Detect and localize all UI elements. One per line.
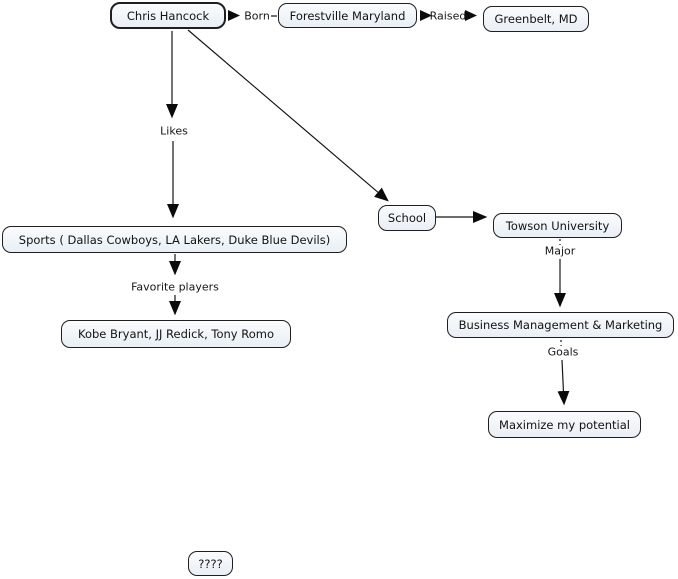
node-sports[interactable]: Sports ( Dallas Cowboys, LA Lakers, Duke…: [2, 226, 347, 253]
arrowhead-raised-to-greenbelt: [465, 10, 477, 21]
node-unknown[interactable]: ????: [188, 551, 233, 576]
arrowhead-chris-to-born: [228, 10, 240, 21]
connector-label-favorite-players: Favorite players: [131, 280, 219, 294]
connector-label-born: Born: [244, 9, 270, 23]
arrowhead-forestville-to-raised: [420, 10, 432, 21]
node-chris-hancock[interactable]: Chris Hancock: [110, 2, 226, 29]
node-maximize-my-potential[interactable]: Maximize my potential: [488, 411, 641, 438]
connector-label-raised: Raised: [429, 9, 467, 23]
connector-label-major: Major: [544, 244, 576, 258]
node-school[interactable]: School: [378, 205, 436, 231]
edge-chris-to-school: [187, 29, 389, 202]
node-favorite-players-list[interactable]: Kobe Bryant, JJ Redick, Tony Romo: [61, 320, 291, 348]
node-greenbelt-md[interactable]: Greenbelt, MD: [483, 6, 589, 32]
node-business-management-marketing[interactable]: Business Management & Marketing: [447, 312, 674, 338]
edge-goals-to-maximize: [557, 359, 570, 406]
node-towson-university[interactable]: Towson University: [493, 213, 622, 238]
connector-label-likes: Likes: [160, 124, 188, 138]
connector-label-goals: Goals: [547, 345, 579, 359]
node-forestville-maryland[interactable]: Forestville Maryland: [278, 3, 417, 28]
